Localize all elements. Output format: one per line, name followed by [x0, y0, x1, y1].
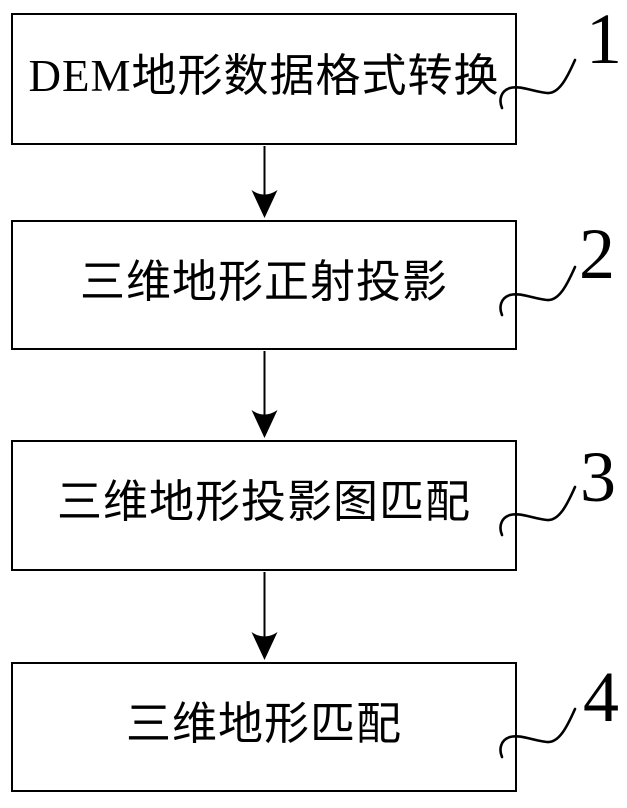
ref-numeral-2: 2: [579, 214, 615, 294]
flow-box-step1-label: DEM地形数据格式转换: [28, 50, 500, 101]
ref-numeral-4: 4: [583, 657, 619, 737]
flow-box-step3-label: 三维地形投影图匹配: [56, 477, 471, 527]
flow-box-step2: 三维地形正射投影: [11, 220, 517, 350]
flow-box-step2-label: 三维地形正射投影: [79, 256, 448, 307]
flow-box-step4: 三维地形匹配: [11, 662, 517, 792]
down-arrow-1: [251, 146, 278, 218]
flow-box-step3: 三维地形投影图匹配: [11, 440, 517, 571]
flow-box-step4-label: 三维地形匹配: [125, 698, 402, 749]
down-arrow-2: [251, 351, 278, 438]
ref-numeral-3: 3: [580, 437, 616, 517]
down-arrow-3: [251, 572, 278, 660]
ref-numeral-1: 1: [586, 0, 622, 79]
flow-box-step1: DEM地形数据格式转换: [11, 13, 517, 145]
